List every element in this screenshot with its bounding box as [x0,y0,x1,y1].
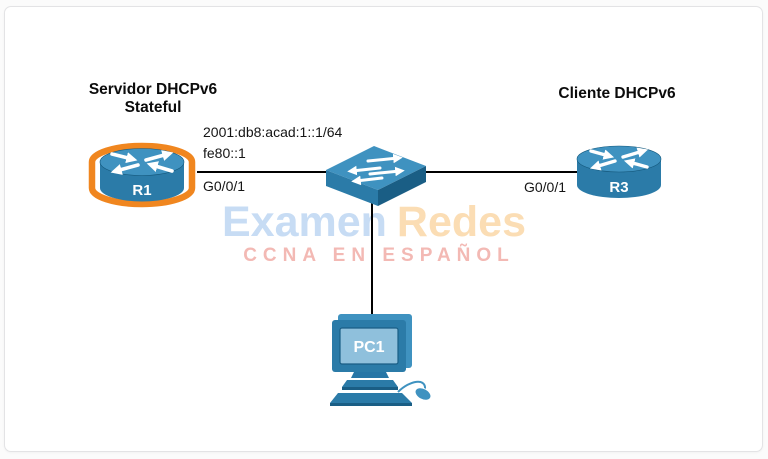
watermark-word1: Examen [221,198,387,246]
pc1-computer-icon: PC1 [330,314,432,406]
ipv6-address-label: 2001:db8:acad:1::1/64 [203,124,343,140]
router-arrows-icon [110,150,174,175]
link-switch-pc1-line [371,200,373,316]
monitor-screen [339,327,399,365]
r3-role-caption: Cliente DHCPv6 [558,85,676,102]
switch-side-face [378,166,426,206]
r1-role-caption-line1: Servidor DHCPv6 [88,81,218,98]
pc-base [342,380,398,387]
mouse-icon [414,387,432,401]
switch-device [324,142,428,208]
pc1-computer: PC1 [326,310,436,406]
router-arrows-icon [589,147,649,171]
pc1-label: PC1 [353,339,384,356]
keyboard [330,393,412,403]
r1-interface-label: G0/0/1 [203,178,246,194]
r1-address-labels: 2001:db8:acad:1::1/64 fe80::1 [203,122,342,164]
link-r1-switch-line [197,171,327,173]
r1-role-caption: Servidor DHCPv6 Stateful [53,81,253,117]
r1-router: R1 [86,139,198,211]
watermark-word2: Redes [396,198,527,246]
switch-front-face [326,170,378,206]
r3-router-top [576,145,662,173]
link-switch-r3-line [426,171,577,173]
r3-interface-label: G0/0/1 [523,179,566,195]
r1-role-caption-line2: Stateful [124,99,182,116]
switch-arrows-icon [347,153,405,186]
mouse-cable [397,380,426,393]
r3-label: R3 [609,179,628,196]
switch-icon [326,146,426,206]
link-local-address-label: fe80::1 [203,145,246,161]
r1-label: R1 [132,182,151,199]
pc-stand [351,372,389,378]
r1-router-icon: R1 [88,142,196,208]
pc-base-edge [342,387,398,390]
watermark-subtitle: CCNA EN ESPAÑOL [243,245,515,266]
r3-router: R3 [573,141,665,205]
r3-router-icon: R3 [576,145,662,198]
keyboard-edge [330,403,412,406]
